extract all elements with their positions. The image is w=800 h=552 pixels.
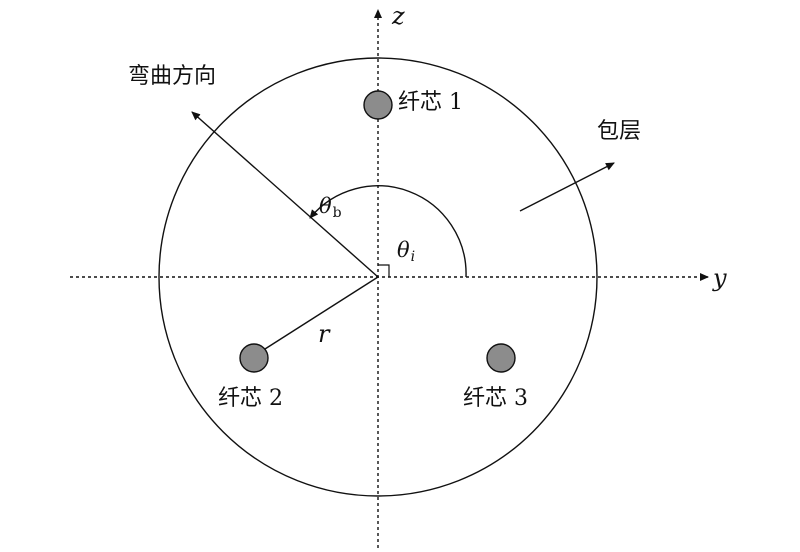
- theta-i-symbol: θ: [397, 238, 410, 262]
- bend-direction-arrow: [191, 111, 379, 278]
- theta-b-arc: [309, 185, 467, 278]
- theta-b-label: θb: [319, 194, 342, 221]
- cladding-circle: [158, 57, 598, 497]
- cladding-label: 包层: [597, 119, 642, 144]
- theta-b-subscript: b: [332, 205, 342, 221]
- z-axis-label: z: [392, 2, 405, 30]
- core-3: [486, 343, 516, 373]
- y-axis-label: y: [713, 264, 727, 292]
- core-2: [239, 343, 269, 373]
- bend-direction-label: 弯曲方向: [128, 64, 217, 89]
- core-3-label: 纤芯 3: [463, 386, 528, 411]
- radius-line: [253, 276, 379, 357]
- right-angle-mark: [378, 264, 390, 277]
- theta-i-label: θi: [397, 238, 416, 265]
- core-2-label: 纤芯 2: [218, 386, 283, 411]
- theta-b-symbol: θ: [319, 194, 332, 218]
- cladding-pointer-arrow: [519, 162, 615, 212]
- theta-i-subscript: i: [410, 249, 416, 265]
- radius-label: r: [318, 320, 330, 348]
- core-1-label: 纤芯 1: [398, 90, 463, 115]
- core-1: [363, 90, 393, 120]
